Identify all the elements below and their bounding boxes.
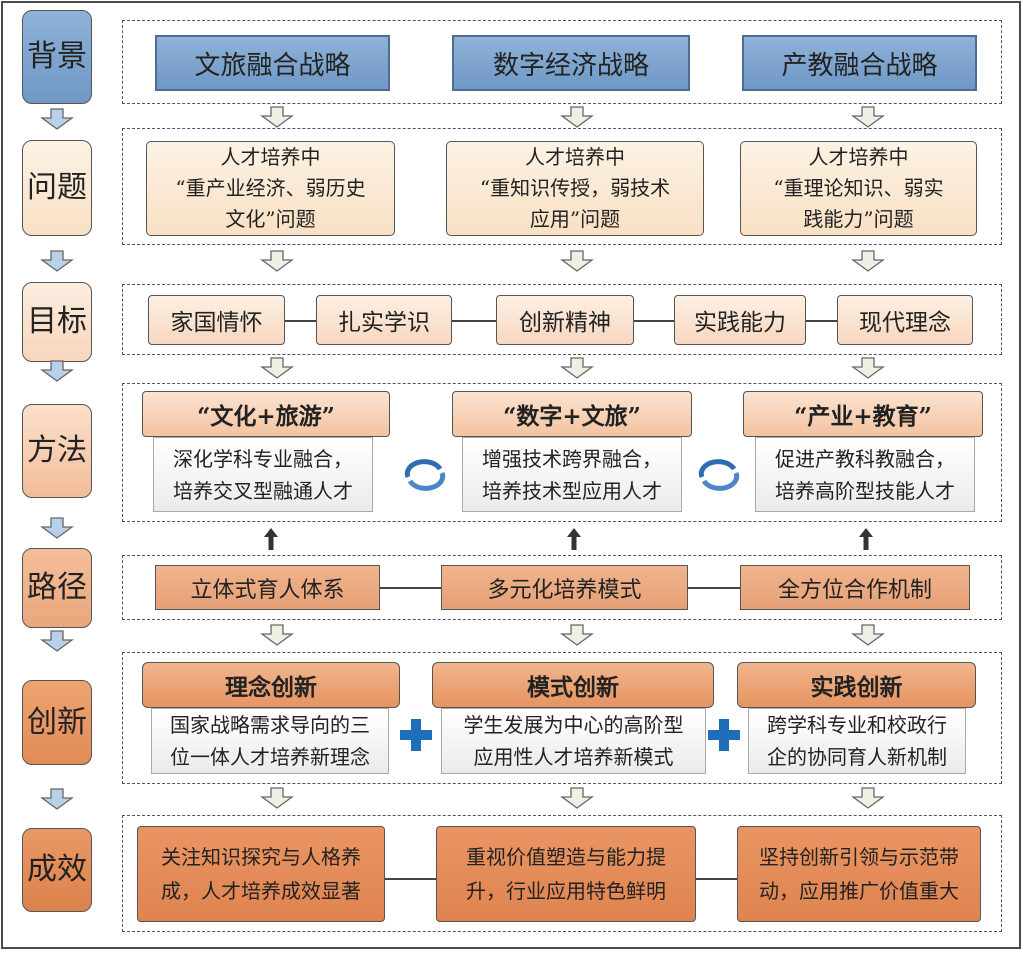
side-down-arrow-icon [40, 788, 74, 810]
stage-path: 路径 [22, 548, 92, 628]
result-box: 关注知识探究与人格养成，人才培养成效显著 [137, 826, 385, 922]
down-arrow-icon [560, 787, 594, 809]
innovation-desc: 学生发展为中心的高阶型应用性人才培养新模式 [441, 708, 706, 774]
group-methods [122, 383, 1002, 522]
background-box: 产教融合战略 [742, 35, 977, 91]
side-down-arrow-icon [40, 108, 74, 130]
down-arrow-icon [851, 624, 885, 646]
up-arrow-icon [859, 528, 873, 550]
goal-box: 扎实学识 [316, 295, 452, 345]
stage-label: 问题 [27, 170, 87, 205]
stage-goal: 目标 [22, 282, 92, 362]
side-down-arrow-icon [40, 517, 74, 539]
group-paths [122, 555, 1002, 620]
plus-icon [708, 719, 740, 751]
method-desc: 促进产教科教融合，培养高阶型技能人才 [755, 437, 975, 512]
stage-label: 目标 [27, 304, 87, 339]
down-arrow-icon [260, 624, 294, 646]
method-title: “产业+教育” [743, 391, 983, 437]
stage-label: 路径 [27, 570, 87, 605]
group-problems [122, 128, 1002, 245]
stage-label: 背景 [27, 39, 87, 74]
stage-result: 成效 [22, 828, 92, 912]
problem-box: 人才培养中“重理论知识、弱实践能力”问题 [740, 141, 977, 236]
cycle-icon [404, 459, 446, 491]
stage-label: 创新 [27, 704, 87, 740]
innovation-desc: 跨学科专业和校政行企的协同育人新机制 [748, 708, 966, 774]
down-arrow-icon [560, 250, 594, 272]
method-desc: 深化学科专业融合，培养交叉型融通人才 [153, 437, 373, 512]
stage-innovation: 创新 [22, 680, 92, 765]
goal-box: 创新精神 [496, 295, 634, 345]
stage-label: 方法 [27, 433, 87, 468]
method-desc: 增强技术跨界融合，培养技术型应用人才 [462, 437, 682, 512]
innovation-desc: 国家战略需求导向的三位一体人才培养新理念 [151, 708, 389, 774]
stage-problem: 问题 [22, 140, 92, 236]
down-arrow-icon [851, 250, 885, 272]
goal-box: 实践能力 [674, 295, 806, 345]
down-arrow-icon [851, 106, 885, 128]
background-box: 数字经济战略 [452, 35, 690, 91]
side-down-arrow-icon [40, 250, 74, 272]
innovation-title: 理念创新 [142, 662, 400, 708]
up-arrow-icon [264, 528, 278, 550]
down-arrow-icon [560, 357, 594, 379]
down-arrow-icon [560, 624, 594, 646]
group-background [122, 20, 1002, 104]
group-results [122, 815, 1002, 932]
group-innovations [122, 652, 1002, 784]
background-box: 文旅融合战略 [155, 35, 390, 91]
path-box: 多元化培养模式 [441, 565, 688, 610]
side-down-arrow-icon [40, 630, 74, 652]
group-goals [122, 284, 1002, 355]
down-arrow-icon [260, 250, 294, 272]
plus-icon [400, 719, 432, 751]
down-arrow-icon [851, 357, 885, 379]
stage-method: 方法 [22, 404, 92, 498]
up-arrow-icon [567, 528, 581, 550]
goal-box: 现代理念 [837, 295, 973, 345]
goal-box: 家国情怀 [148, 295, 285, 345]
down-arrow-icon [260, 787, 294, 809]
innovation-title: 实践创新 [737, 662, 976, 708]
stage-label: 成效 [27, 852, 87, 887]
down-arrow-icon [560, 106, 594, 128]
down-arrow-icon [260, 357, 294, 379]
innovation-title: 模式创新 [432, 662, 714, 708]
result-box: 坚持创新引领与示范带动，应用推广价值重大 [737, 826, 981, 922]
cycle-icon [698, 459, 740, 491]
problem-box: 人才培养中“重知识传授，弱技术应用”问题 [446, 141, 704, 236]
path-box: 全方位合作机制 [740, 565, 970, 610]
result-box: 重视价值塑造与能力提升，行业应用特色鲜明 [436, 826, 696, 922]
problem-box: 人才培养中“重产业经济、弱历史文化”问题 [146, 141, 395, 236]
stage-background: 背景 [22, 10, 92, 104]
side-down-arrow-icon [40, 360, 74, 382]
down-arrow-icon [851, 787, 885, 809]
method-title: “数字+文旅” [452, 391, 692, 437]
path-box: 立体式育人体系 [155, 565, 380, 610]
down-arrow-icon [260, 106, 294, 128]
method-title: “文化+旅游” [142, 391, 390, 437]
